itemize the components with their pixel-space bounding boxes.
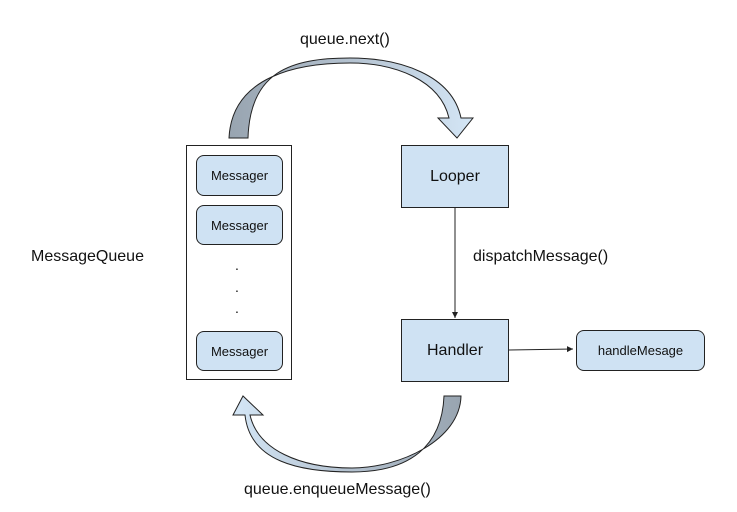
handler-node: Handler bbox=[401, 319, 509, 382]
bottom-curved-arrow bbox=[232, 395, 462, 473]
ellipsis-dot: . bbox=[235, 257, 239, 273]
message-queue-container: Messager Messager . . . Messager bbox=[186, 145, 292, 380]
queue-item: Messager bbox=[196, 331, 283, 371]
top-curved-arrow bbox=[228, 57, 475, 139]
queue-item: Messager bbox=[196, 205, 283, 245]
ellipsis-dot: . bbox=[235, 279, 239, 295]
dispatch-label: dispatchMessage() bbox=[473, 248, 609, 265]
bottom-arrow-label: queue.enqueueMessage() bbox=[244, 481, 431, 498]
queue-item: Messager bbox=[196, 155, 283, 196]
looper-node: Looper bbox=[401, 145, 509, 208]
ellipsis-dot: . bbox=[235, 300, 239, 316]
handle-message-node: handleMesage bbox=[576, 330, 705, 371]
message-queue-label: MessageQueue bbox=[31, 248, 144, 265]
top-arrow-label: queue.next() bbox=[300, 31, 390, 48]
handle-connector bbox=[508, 346, 574, 353]
